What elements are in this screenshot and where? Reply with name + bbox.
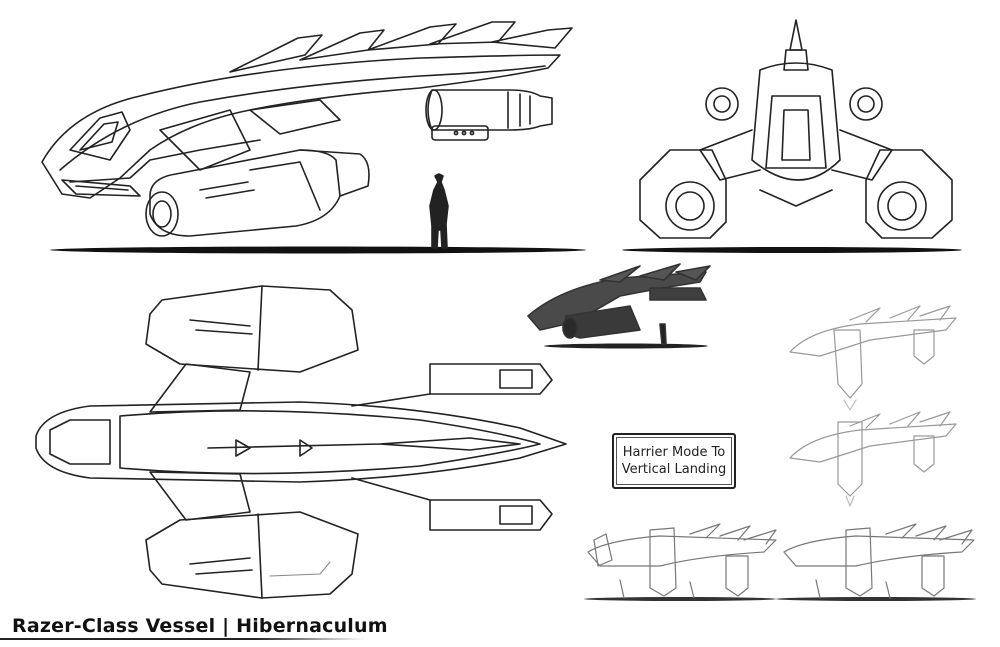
harrier-sketch-3 — [584, 523, 777, 601]
harrier-sketch-2 — [789, 411, 957, 507]
plan-fuselage — [35, 401, 567, 483]
side-hull — [41, 54, 561, 199]
front-left-nacelle — [639, 149, 727, 239]
plan-upper-nacelle — [145, 285, 359, 373]
plan-upper-rear-pod — [429, 363, 553, 395]
plan-lower-nacelle — [145, 511, 359, 599]
front-ground-shadow — [622, 247, 962, 253]
title-underline — [0, 638, 365, 640]
shaded-render — [527, 263, 711, 349]
plan-lower-rear-pod — [429, 499, 553, 531]
harrier-mode-label: Harrier Mode To Vertical Landing — [612, 433, 736, 489]
side-view — [41, 21, 586, 254]
harrier-mode-line-1: Harrier Mode To — [622, 445, 726, 460]
sheet-title: Razer-Class Vessel | Hibernaculum — [12, 615, 388, 637]
front-view — [622, 19, 962, 253]
side-rear-engine — [427, 89, 553, 131]
side-cockpit — [69, 111, 131, 161]
top-view — [35, 285, 567, 599]
side-front-engine — [149, 149, 341, 237]
harrier-sketch-4 — [776, 523, 976, 601]
front-fuselage — [751, 62, 841, 181]
front-right-nacelle — [865, 149, 953, 239]
harrier-sketch-1 — [789, 305, 957, 411]
harrier-sequence — [584, 305, 976, 601]
harrier-mode-line-2: Vertical Landing — [621, 462, 727, 477]
side-scale-figure — [429, 173, 449, 249]
side-dorsal-fins — [229, 21, 573, 73]
side-ground-shadow — [50, 246, 586, 254]
